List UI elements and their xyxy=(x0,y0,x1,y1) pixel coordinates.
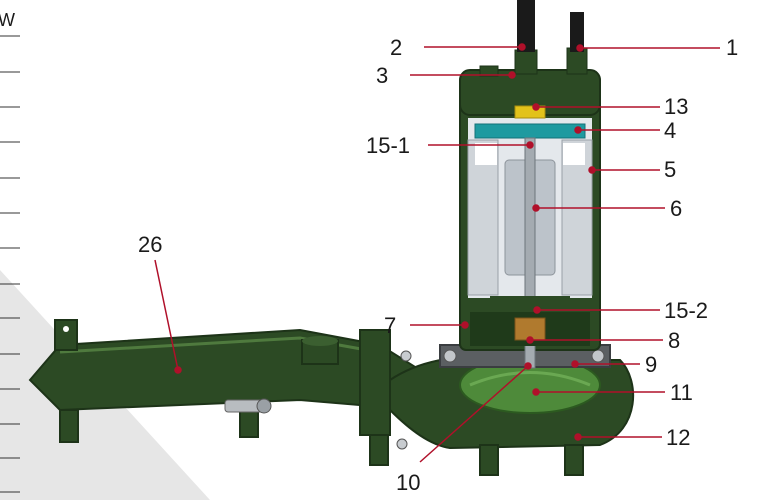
bolt-nut xyxy=(400,350,412,362)
bolt-nut xyxy=(396,438,408,450)
callout-15-1: 15-1 xyxy=(366,133,410,158)
callout-labels: 1 2 3 13 4 15-1 5 6 26 15-2 7 8 9 11 12 … xyxy=(138,35,738,495)
plate-bolt-right xyxy=(591,349,605,363)
stator-right xyxy=(561,139,593,296)
pipe-socket-top xyxy=(302,336,338,346)
connection-flange xyxy=(359,329,391,436)
leader-lines xyxy=(154,43,720,463)
side-label: W xyxy=(0,10,15,30)
volute-foot-left xyxy=(479,444,499,476)
winding-top-left xyxy=(475,143,497,165)
flange-hole xyxy=(63,326,69,332)
motor-housing xyxy=(459,47,601,369)
pipe-flange-left xyxy=(54,319,78,351)
pipe-highlight xyxy=(59,336,379,354)
callout-9: 9 xyxy=(645,352,657,377)
callout-26: 26 xyxy=(138,232,162,257)
callout-3: 3 xyxy=(376,63,388,88)
callout-1: 1 xyxy=(726,35,738,60)
thermal-protector xyxy=(514,105,546,119)
table-rule-lines xyxy=(0,35,20,493)
stator-left xyxy=(467,139,499,296)
flange-foot xyxy=(369,434,389,466)
callout-15-2: 15-2 xyxy=(664,298,708,323)
lower-bearing-housing xyxy=(490,296,570,312)
callout-2: 2 xyxy=(390,35,402,60)
impeller-vane xyxy=(469,371,591,387)
callout-11: 11 xyxy=(670,380,693,405)
cable-gland-left xyxy=(514,49,538,75)
callout-4: 4 xyxy=(664,118,676,143)
callout-7: 7 xyxy=(384,313,396,338)
power-cable-right xyxy=(570,12,584,52)
top-boss xyxy=(479,65,499,77)
plate-bolt-left xyxy=(443,349,457,363)
callout-8: 8 xyxy=(668,328,680,353)
power-cables xyxy=(517,0,584,52)
pipe-foot-left xyxy=(59,409,79,443)
power-cable-left xyxy=(517,0,535,52)
left-edge-panel: W xyxy=(0,10,210,500)
callout-12: 12 xyxy=(666,425,690,450)
bolt-head xyxy=(256,398,272,414)
volute-foot-right xyxy=(564,444,584,476)
callout-13: 13 xyxy=(664,94,688,119)
callout-6: 6 xyxy=(670,196,682,221)
upper-bearing-ring xyxy=(474,123,586,139)
callout-10: 10 xyxy=(396,470,420,495)
winding-top-right xyxy=(563,143,585,165)
callout-5: 5 xyxy=(664,157,676,182)
